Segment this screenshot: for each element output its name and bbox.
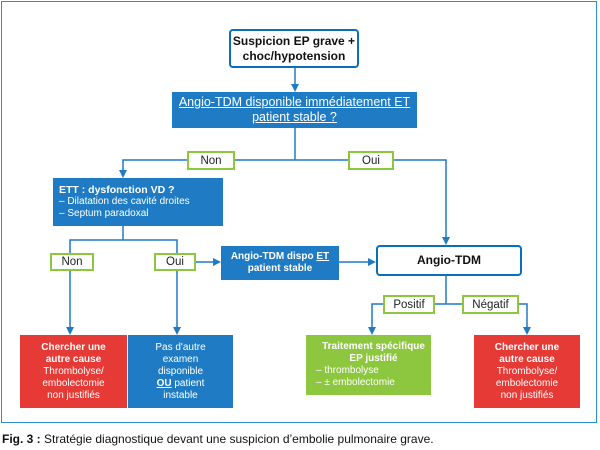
label-negatif: Négatif: [462, 295, 519, 314]
node-autre-cause-left: Chercher une autre cause Thrombolyse/ em…: [20, 335, 127, 408]
node-text: Suspicion EP grave +: [232, 34, 356, 49]
arrow-non-to-ett: [119, 159, 295, 178]
node-item: – Septum paradoxal: [59, 208, 149, 220]
node-title: ETT : dysfonction VD ?: [59, 183, 175, 196]
node-text: OU patient: [157, 378, 205, 390]
node-angio-dispo: Angio-TDM dispo ET patient stable: [221, 246, 339, 280]
node-text: instable: [163, 389, 198, 401]
caption-text: Stratégie diagnostique devant une suspic…: [40, 432, 434, 446]
node-item: – Dilatation des cavité droites: [59, 196, 190, 208]
label-positif: Positif: [383, 295, 435, 314]
node-text: Angio-TDM disponible immédiatement ET: [178, 95, 411, 109]
node-text: non justifiés: [500, 389, 554, 401]
node-text: Angio-TDM dispo ET: [231, 251, 329, 263]
node-title: Traitement spécifique: [322, 341, 425, 352]
arrow-oui-to-angio: [295, 159, 450, 245]
node-title: autre cause: [45, 353, 102, 365]
node-text-ou: OU: [156, 377, 172, 389]
label-oui-1: Oui: [348, 151, 394, 170]
label-non-1: Non: [187, 151, 235, 170]
arrow-oui-to-pas-examen: [123, 239, 181, 335]
node-item: – thrombolyse: [316, 365, 379, 376]
node-text: choc/hypotension: [242, 48, 346, 63]
node-text-et: ET: [316, 251, 330, 262]
node-text: examen: [162, 353, 199, 365]
node-title: EP justifié: [349, 353, 398, 364]
node-ett: ETT : dysfonction VD ? – Dilatation des …: [53, 178, 223, 226]
arrow-non-to-autre-cause: [66, 239, 123, 335]
label-oui-2: Oui: [154, 253, 196, 271]
node-traitement-specifique: Traitement spécifique EP justifié – thro…: [306, 335, 431, 395]
node-text: patient stable ?: [252, 110, 337, 124]
node-item: – ± embolectomie: [316, 377, 395, 388]
node-text: Thrombolyse/: [496, 365, 558, 377]
caption-prefix: Fig. 3 :: [2, 432, 41, 446]
node-text-part: Angio-TDM dispo: [230, 251, 314, 262]
figure-frame: [1, 1, 597, 423]
node-text: Thrombolyse/: [43, 365, 104, 377]
node-title: Chercher une: [41, 341, 106, 353]
node-text: embolectomie: [42, 377, 105, 389]
node-text: embolectomie: [495, 377, 559, 389]
node-text: non justifiés: [47, 389, 100, 401]
node-angio-tdm: Angio-TDM: [376, 245, 522, 276]
node-question-angio: Angio-TDM disponible immédiatement ET pa…: [172, 92, 417, 128]
node-suspicion-ep: Suspicion EP grave + choc/hypotension: [229, 29, 359, 68]
figure-caption: Fig. 3 : Stratégie diagnostique devant u…: [2, 432, 434, 446]
node-text: disponible: [157, 365, 204, 377]
node-text: Pas d'autre: [155, 341, 206, 353]
node-title: autre cause: [499, 353, 555, 365]
node-text: patient stable: [247, 263, 313, 274]
node-title: Chercher une: [494, 341, 560, 353]
label-non-2: Non: [50, 253, 94, 271]
node-autre-cause-right: Chercher une autre cause Thrombolyse/ em…: [474, 335, 580, 408]
node-pas-autre-examen: Pas d'autre examen disponible OU patient…: [128, 335, 233, 408]
node-text-part: patient: [174, 377, 205, 389]
